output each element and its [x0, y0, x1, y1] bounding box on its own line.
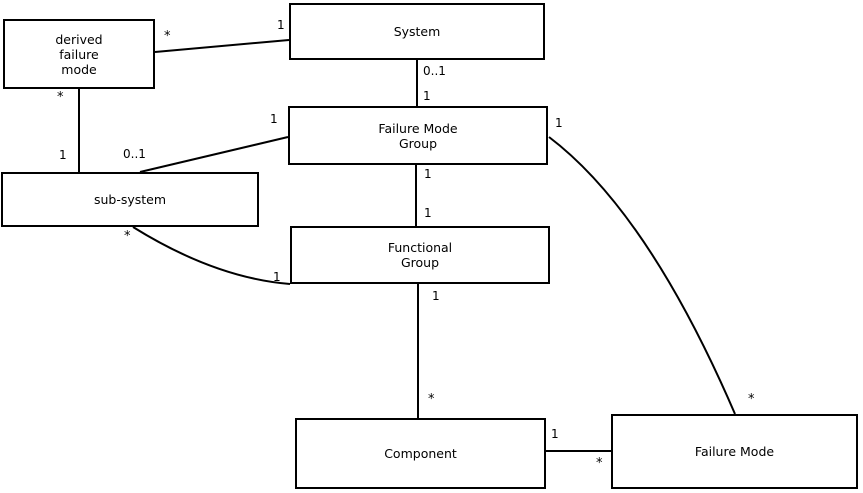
- association-sub-system--failure-mode-group[interactable]: [139, 136, 289, 173]
- multiplicity-label-fg-from-subsystem-one: 1: [273, 270, 281, 284]
- class-box-component[interactable]: Component: [295, 418, 546, 489]
- multiplicity-label-fg-to-component-one: 1: [432, 289, 440, 303]
- class-box-sub-system[interactable]: sub-system: [1, 172, 259, 227]
- association-failure-mode-group--failure-mode[interactable]: [548, 136, 736, 415]
- multiplicity-label-system-to-fmg-zero-one: 0..1: [423, 64, 446, 78]
- multiplicity-label-subsystem-from-dfm-one: 1: [59, 148, 67, 162]
- multiplicity-label-fmg-to-fg-one: 1: [424, 167, 432, 181]
- multiplicity-label-dfm-to-system-star: *: [164, 29, 171, 44]
- class-label: Component: [384, 446, 457, 461]
- multiplicity-label-component-from-fg-star: *: [428, 392, 435, 407]
- multiplicity-label-dfm-to-subsystem-star: *: [57, 90, 64, 105]
- multiplicity-label-fmg-from-subsystem-one: 1: [270, 112, 278, 126]
- multiplicity-label-fmg-from-system-one: 1: [423, 89, 431, 103]
- multiplicity-label-component-to-fm-one: 1: [551, 427, 559, 441]
- multiplicity-label-fg-from-fmg-one: 1: [424, 206, 432, 220]
- class-label: sub-system: [93, 192, 167, 207]
- multiplicity-label-fm-from-component-star: *: [596, 456, 603, 471]
- class-label: Failure Mode Group: [378, 120, 458, 151]
- multiplicity-label-fmg-to-fm-one: 1: [555, 116, 563, 130]
- multiplicity-label-subsystem-to-fmg-zero-one: 0..1: [123, 147, 146, 161]
- class-label: Functional Group: [387, 240, 453, 270]
- class-label: Failure Mode: [694, 444, 775, 459]
- multiplicity-label-system-from-dfm-one: 1: [277, 18, 285, 32]
- class-box-functional-group[interactable]: Functional Group: [290, 226, 550, 284]
- class-box-failure-mode-group[interactable]: Failure Mode Group: [288, 106, 548, 165]
- class-box-failure-mode[interactable]: Failure Mode: [611, 414, 858, 489]
- class-box-system[interactable]: System: [289, 3, 545, 60]
- association-sub-system--functional-group[interactable]: [132, 226, 291, 285]
- class-label: derived failure mode: [55, 31, 103, 77]
- class-box-derived-failure-mode[interactable]: derived failure mode: [3, 19, 155, 89]
- association-derived-failure-mode--system[interactable]: [154, 39, 290, 53]
- multiplicity-label-subsystem-to-fg-star: *: [124, 229, 131, 244]
- class-label: System: [393, 24, 441, 39]
- multiplicity-label-fm-from-fmg-star: *: [748, 392, 755, 407]
